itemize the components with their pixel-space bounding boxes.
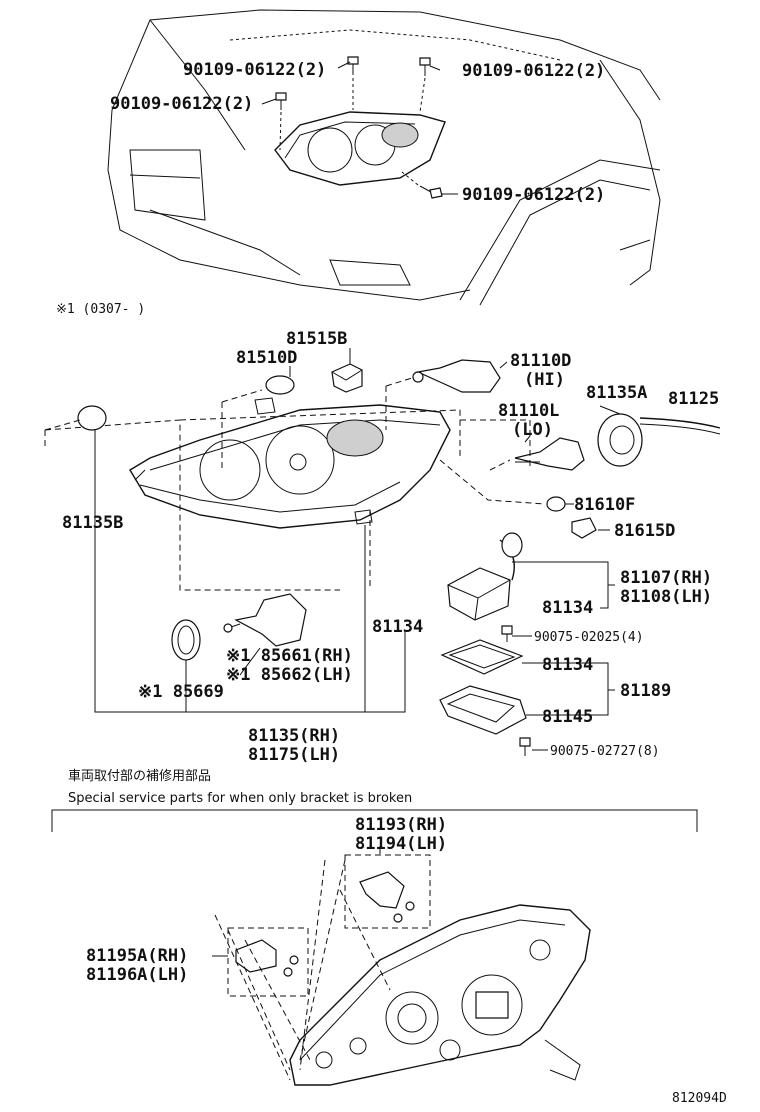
callout-90109-06122-mid: 90109-06122(2): [110, 94, 253, 114]
callout-90075-02025: 90075-02025(4): [534, 630, 644, 645]
headlamp-exploded-view: [44, 348, 721, 756]
note-english: Special service parts for when only brac…: [68, 791, 412, 806]
screw-90075-02025-icon: [501, 625, 513, 642]
ballast-81107-icon: [447, 532, 523, 621]
callout-90109-06122-lower: 90109-06122(2): [462, 185, 605, 205]
callout-81189: 81189: [620, 681, 671, 701]
callout-81110D: 81110D: [510, 351, 571, 371]
callout-81145: 81145: [542, 707, 593, 727]
wire-81125-icon: [639, 417, 721, 435]
screw-90075-02727-icon: [519, 737, 531, 756]
bracket-81195A-icon: [235, 939, 277, 973]
screw-icon: [393, 901, 415, 923]
ring-85669-icon: [171, 619, 201, 661]
callout-81110L: 81110L: [498, 401, 559, 421]
callout-81193-rh: 81193(RH): [355, 815, 447, 835]
bolt-icon: [347, 56, 359, 75]
bolt-icon: [419, 185, 443, 199]
bulb-85661-icon: [223, 593, 307, 647]
callout-81110L-lo: (LO): [512, 420, 553, 440]
bracket-81193-icon: [359, 871, 405, 909]
footnote-date-range: ※1 (0307- ): [56, 302, 145, 317]
cap-81135A-icon: [597, 413, 643, 467]
callout-81135A: 81135A: [586, 383, 647, 403]
callout-90109-06122-top-right: 90109-06122(2): [462, 61, 605, 81]
figure-id: 812094D: [672, 1091, 727, 1106]
bulb-81110D-icon: [412, 359, 501, 393]
car-front-illustration: [107, 9, 661, 306]
note-japanese: 車両取付部の補修用部品: [68, 769, 211, 784]
callout-81125: 81125: [668, 389, 719, 409]
bolt-icon: [275, 92, 287, 110]
cap-81135B-icon: [77, 405, 107, 431]
callout-81515B: 81515B: [286, 329, 347, 349]
callout-81135-rh: 81135(RH): [248, 726, 340, 746]
bolt-icon: [419, 57, 431, 76]
callout-85662-lh: ※1 85662(LH): [226, 665, 353, 685]
callout-81135B: 81135B: [62, 513, 123, 533]
callout-81610F: 81610F: [574, 495, 635, 515]
callout-90109-06122-top-left: 90109-06122(2): [183, 60, 326, 80]
callout-81510D: 81510D: [236, 348, 297, 368]
gasket-81134-icon: [440, 639, 524, 675]
callout-81194-lh: 81194(LH): [355, 834, 447, 854]
bracket-service-view: [51, 809, 698, 1086]
callout-81107-rh: 81107(RH): [620, 568, 712, 588]
socket-81615D-icon: [571, 517, 597, 539]
callout-81108-lh: 81108(LH): [620, 587, 712, 607]
callout-85661-rh: ※1 85661(RH): [226, 646, 353, 666]
screw-icon: [283, 955, 299, 977]
bulb-81510D-icon: [265, 375, 295, 395]
callout-81615D: 81615D: [614, 521, 675, 541]
callout-81134-c: 81134: [542, 655, 593, 675]
callout-81175-lh: 81175(LH): [248, 745, 340, 765]
callout-81110D-hi: (HI): [524, 370, 565, 390]
socket-81515B-icon: [331, 363, 363, 393]
bulb-81110L-icon: [514, 437, 585, 471]
case-81145-icon: [439, 685, 527, 735]
callout-81196A-lh: 81196A(LH): [86, 965, 188, 985]
callout-81134-b: 81134: [372, 617, 423, 637]
bulb-81610F-icon: [546, 496, 566, 512]
callout-90075-02727: 90075-02727(8): [550, 744, 660, 759]
callout-81134-a: 81134: [542, 598, 593, 618]
callout-85669: ※1 85669: [138, 682, 224, 702]
callout-81195A-rh: 81195A(RH): [86, 946, 188, 966]
